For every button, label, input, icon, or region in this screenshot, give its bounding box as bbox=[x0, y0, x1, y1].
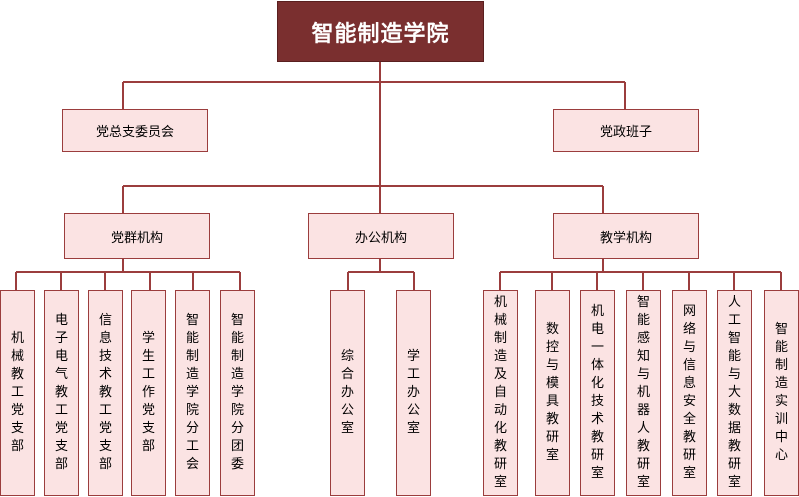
vertical-label: 智能制造实训中心 bbox=[774, 322, 788, 463]
teaching-unit-5: 网络与信息安全教研室 bbox=[672, 290, 707, 496]
vertical-label: 机械教工党支部 bbox=[10, 331, 24, 454]
node-label: 办公机构 bbox=[354, 230, 407, 246]
vertical-label: 数控与模具教研室 bbox=[545, 322, 559, 463]
vertical-label: 学生工作党支部 bbox=[141, 331, 155, 454]
teaching-unit-4: 智能感知与机器人教研室 bbox=[626, 290, 661, 496]
office-unit-2: 学工办公室 bbox=[396, 290, 431, 496]
node-party-committee: 党总支委员会 bbox=[62, 109, 208, 152]
teaching-unit-7: 智能制造实训中心 bbox=[764, 290, 799, 496]
node-office-group: 办公机构 bbox=[308, 213, 454, 259]
party-unit-4: 学生工作党支部 bbox=[131, 290, 166, 496]
vertical-label: 网络与信息安全教研室 bbox=[682, 304, 696, 481]
vertical-label: 机械制造及自动化教研室 bbox=[493, 295, 507, 490]
office-unit-1: 综合办公室 bbox=[330, 290, 365, 496]
teaching-unit-1: 机械制造及自动化教研室 bbox=[483, 290, 518, 496]
root-label: 智能制造学院 bbox=[311, 21, 450, 47]
party-unit-1: 机械教工党支部 bbox=[0, 290, 35, 496]
vertical-label: 综合办公室 bbox=[340, 349, 354, 436]
teaching-unit-3: 机电一体化技术教研室 bbox=[580, 290, 615, 496]
vertical-label: 人工智能与大数据教研室 bbox=[727, 295, 741, 490]
vertical-label: 智能制造学院分工会 bbox=[185, 313, 199, 472]
node-leadership: 党政班子 bbox=[553, 109, 699, 152]
party-unit-3: 信息技术教工党支部 bbox=[88, 290, 123, 496]
party-unit-5: 智能制造学院分工会 bbox=[175, 290, 210, 496]
vertical-label: 信息技术教工党支部 bbox=[98, 313, 112, 472]
vertical-label: 智能制造学院分团委 bbox=[230, 313, 244, 472]
vertical-label: 机电一体化技术教研室 bbox=[590, 304, 604, 481]
root-node: 智能制造学院 bbox=[277, 1, 484, 62]
vertical-label: 学工办公室 bbox=[406, 349, 420, 436]
party-unit-2: 电子电气教工党支部 bbox=[44, 290, 79, 496]
node-label: 党总支委员会 bbox=[95, 125, 174, 140]
node-label: 教学机构 bbox=[599, 230, 652, 246]
node-teaching-group: 教学机构 bbox=[553, 213, 699, 259]
vertical-label: 电子电气教工党支部 bbox=[54, 313, 68, 472]
node-label: 党群机构 bbox=[110, 230, 163, 246]
teaching-unit-6: 人工智能与大数据教研室 bbox=[717, 290, 752, 496]
node-label: 党政班子 bbox=[599, 125, 652, 140]
party-unit-6: 智能制造学院分团委 bbox=[220, 290, 255, 496]
node-party-group: 党群机构 bbox=[64, 213, 210, 259]
teaching-unit-2: 数控与模具教研室 bbox=[535, 290, 570, 496]
vertical-label: 智能感知与机器人教研室 bbox=[636, 295, 650, 490]
